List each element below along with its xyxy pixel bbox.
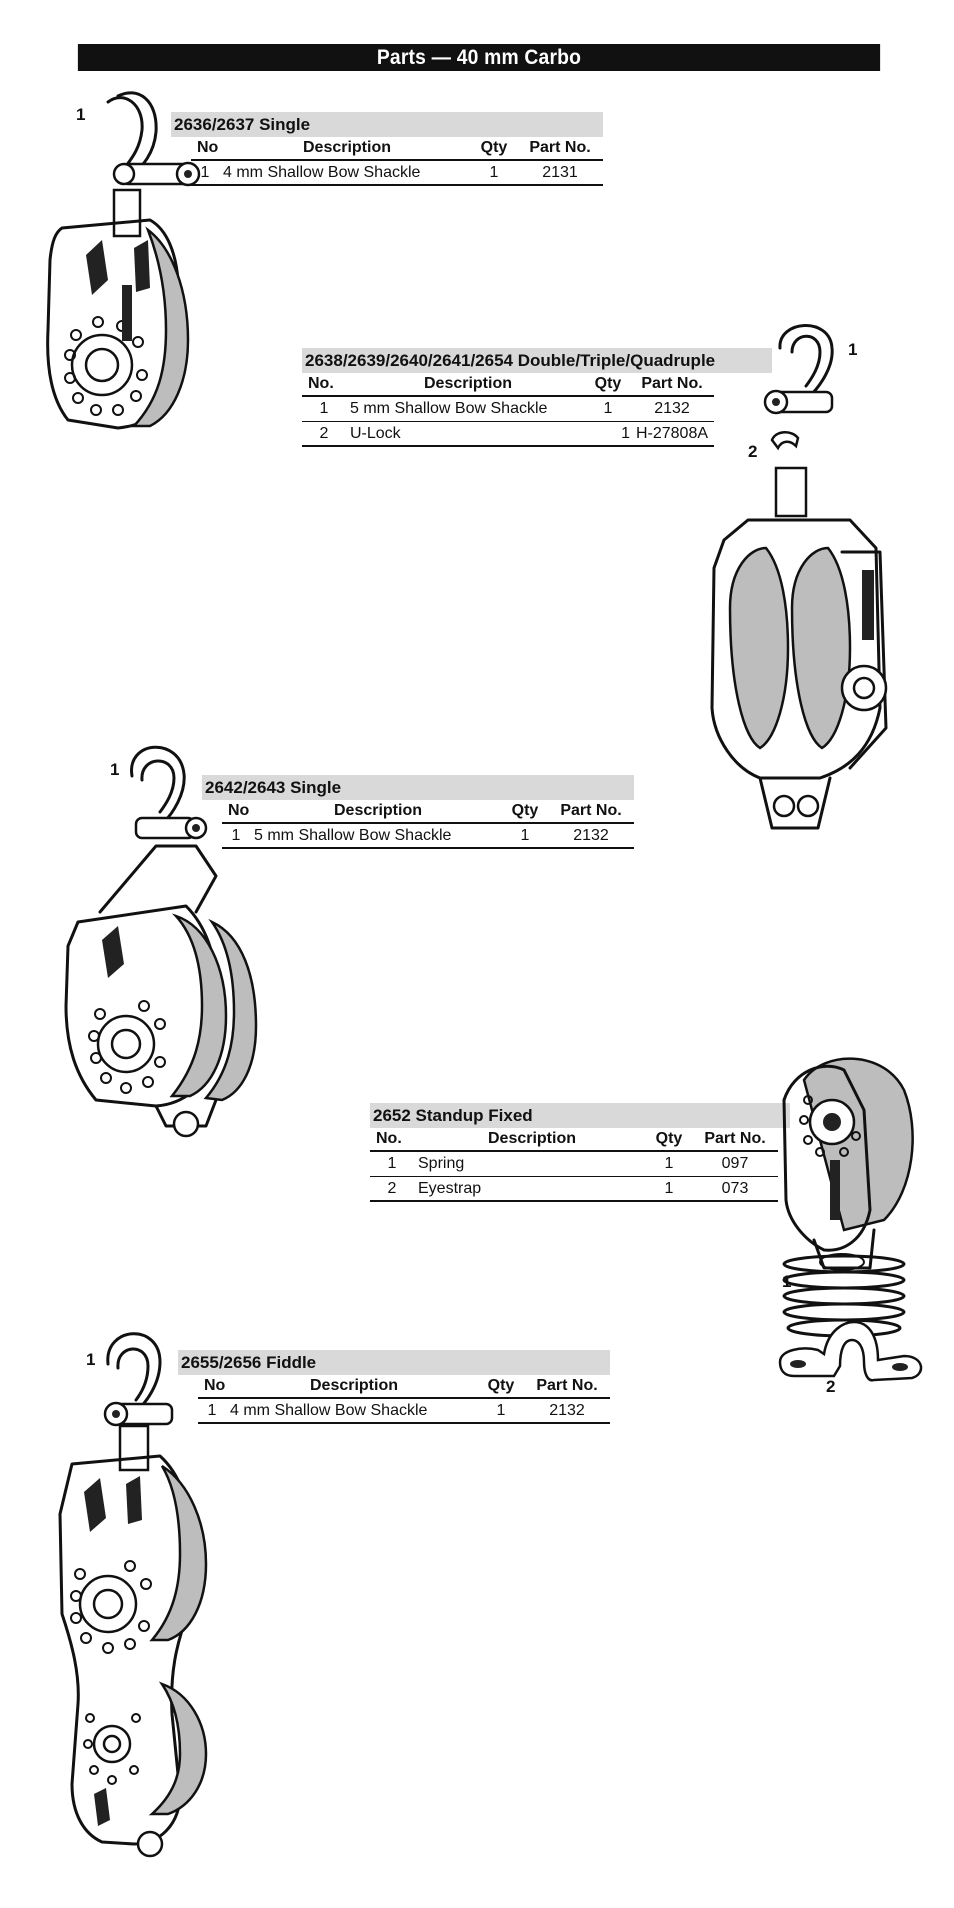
table-row: 2 Eyestrap 1 073: [370, 1177, 778, 1202]
callout-shackle: 1: [848, 340, 858, 359]
col-description: Description: [423, 375, 512, 392]
cell-no: 2: [387, 1180, 397, 1197]
col-qty: Qty: [655, 1130, 683, 1147]
cell-qty: 1: [489, 164, 499, 181]
table-row: 1 4 mm Shallow Bow Shackle 1 2131: [191, 161, 603, 186]
callout-u-lock: 2: [748, 442, 758, 461]
cell-part-no: 2132: [573, 827, 609, 844]
col-no: No.: [204, 1377, 226, 1394]
section-title: 2636/2637 Single: [171, 112, 603, 137]
col-qty: Qty: [487, 1377, 515, 1394]
col-qty: Qty: [594, 375, 622, 392]
fiddle-block-icon: [58, 1332, 208, 1858]
col-qty: Qty: [511, 802, 539, 819]
cell-description: 4 mm Shallow Bow Shackle: [223, 164, 421, 181]
section-title: 2638/2639/2640/2641/2654 Double/Triple/Q…: [302, 348, 772, 373]
double-block-icon: [710, 324, 888, 830]
parts-table-2636-2637: 2636/2637 Single No. Description Qty Par…: [171, 112, 603, 186]
cell-no: 1: [231, 827, 241, 844]
cell-no: 1: [319, 400, 329, 417]
table-row: 1 Spring 1 097: [370, 1152, 778, 1177]
col-qty: Qty: [480, 139, 508, 156]
cell-no: 1: [200, 164, 210, 181]
cell-qty: 1: [603, 400, 613, 417]
callout-shackle: 1: [86, 1350, 96, 1369]
cell-part-no: 2132: [654, 400, 690, 417]
section-title: 2652 Standup Fixed: [370, 1103, 790, 1128]
col-description: Description: [302, 139, 391, 156]
parts-table-2642-2643: 2642/2643 Single No. Description Qty Par…: [202, 775, 634, 849]
table-header: No. Description Qty Part No.: [222, 800, 634, 824]
section-title: 2642/2643 Single: [202, 775, 634, 800]
parts-table-2655-2656: 2655/2656 Fiddle No. Description Qty Par…: [178, 1350, 610, 1424]
section-title: 2655/2656 Fiddle: [178, 1350, 610, 1375]
table-header: No. Description Qty Part No.: [198, 1375, 610, 1399]
cell-qty: 1: [664, 1155, 674, 1172]
parts-table-2652: 2652 Standup Fixed No. Description Qty P…: [370, 1103, 790, 1202]
cell-part-no: 2131: [542, 164, 578, 181]
cell-part-no: H-27808A: [635, 425, 709, 442]
cell-part-no: 2132: [549, 1402, 585, 1419]
cell-part-no: 097: [721, 1155, 749, 1172]
cell-no: 1: [207, 1402, 217, 1419]
single-block-2-icon: [64, 745, 258, 1138]
col-part-no: Part No.: [560, 802, 622, 819]
col-description: Description: [487, 1130, 576, 1147]
table-header: No. Description Qty Part No.: [302, 373, 714, 397]
callout-shackle: 1: [76, 105, 86, 124]
table-header: No. Description Qty Part No.: [191, 137, 603, 161]
cell-qty: 1: [520, 827, 530, 844]
col-no: No.: [308, 375, 334, 392]
cell-qty: 1: [496, 1402, 506, 1419]
table-row: 1 5 mm Shallow Bow Shackle 1 2132: [222, 824, 634, 849]
page-title: Parts — 40 mm Carbo: [77, 44, 881, 71]
col-part-no: Part No.: [536, 1377, 598, 1394]
cell-description: 5 mm Shallow Bow Shackle: [254, 827, 452, 844]
cell-part-no: 073: [721, 1180, 749, 1197]
cell-qty: 1: [664, 1180, 674, 1197]
table-row: 1 4 mm Shallow Bow Shackle 1 2132: [198, 1399, 610, 1424]
callout-shackle: 1: [110, 760, 120, 779]
parts-table-2638-2654: 2638/2639/2640/2641/2654 Double/Triple/Q…: [302, 348, 772, 447]
cell-description: U-Lock: [350, 425, 401, 442]
col-part-no: Part No.: [529, 139, 591, 156]
col-no: No.: [376, 1130, 402, 1147]
callout-eyestrap: 2: [826, 1377, 836, 1396]
col-no: No.: [228, 802, 250, 819]
cell-no: 1: [387, 1155, 397, 1172]
table-row: 1 5 mm Shallow Bow Shackle 1 2132: [302, 397, 714, 422]
cell-description: 5 mm Shallow Bow Shackle: [350, 400, 548, 417]
col-part-no: Part No.: [641, 375, 703, 392]
single-block-icon: [46, 91, 201, 430]
col-description: Description: [333, 802, 422, 819]
cell-qty: 1: [621, 425, 630, 442]
col-description: Description: [309, 1377, 398, 1394]
cell-no: 2: [319, 425, 329, 442]
table-header: No. Description Qty Part No.: [370, 1128, 778, 1152]
cell-description: Eyestrap: [418, 1180, 482, 1197]
standup-block-icon: [778, 1057, 923, 1382]
cell-description: 4 mm Shallow Bow Shackle: [230, 1402, 428, 1419]
table-row: 2 U-Lock 1 H-27808A: [302, 422, 714, 447]
cell-description: Spring: [418, 1155, 465, 1172]
col-no: No.: [197, 139, 219, 156]
col-part-no: Part No.: [704, 1130, 766, 1147]
